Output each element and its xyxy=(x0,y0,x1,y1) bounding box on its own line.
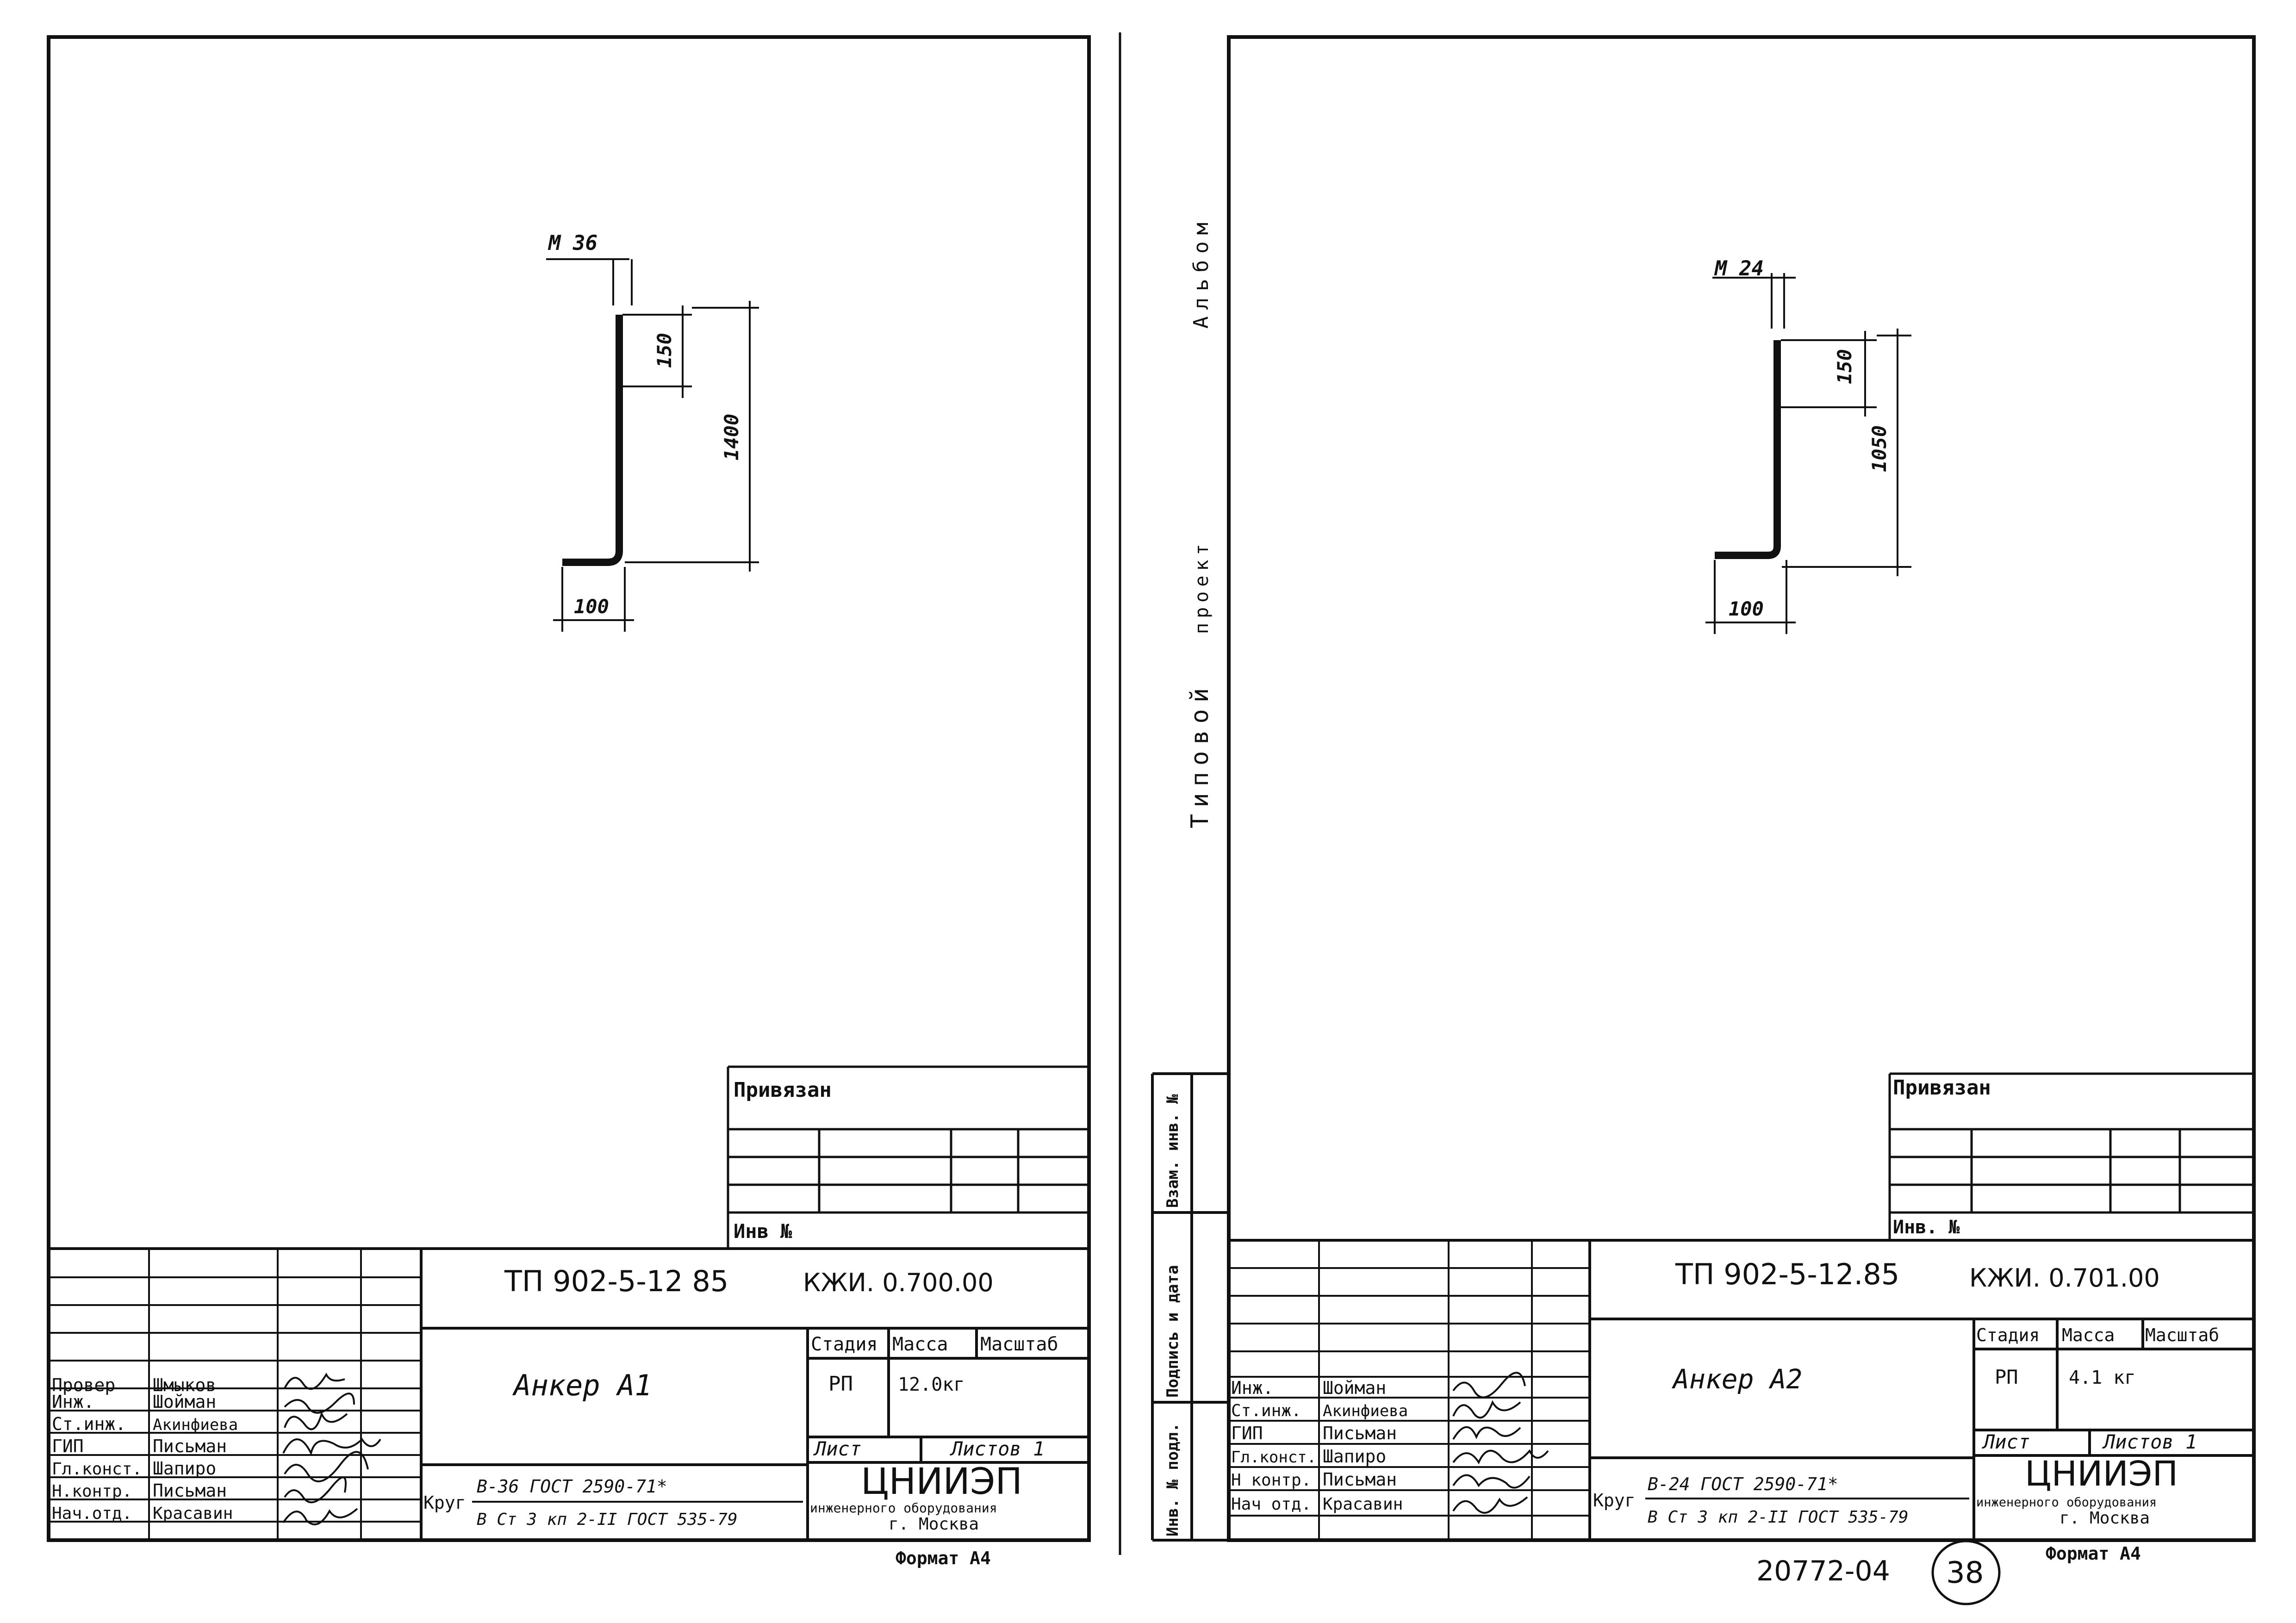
name-4: Письман xyxy=(153,1436,227,1456)
spine-stamp-inv: Инв. № подл. xyxy=(1164,1423,1182,1536)
name-2-2: Акинфиева xyxy=(1323,1402,1408,1420)
mass-header-2: Масса xyxy=(2062,1325,2115,1345)
material-prefix: Круг xyxy=(423,1492,466,1513)
name-3: Акинфиева xyxy=(153,1416,238,1434)
name-2: Шойман xyxy=(153,1392,216,1412)
stage-value-2: РП xyxy=(1995,1366,2018,1388)
sheets-count: Листов 1 xyxy=(950,1437,1045,1460)
anchor-a1-bolt-label: М 36 xyxy=(548,231,597,255)
project-code: ТП 902-5-12 85 xyxy=(504,1264,728,1298)
name-2-3: Письман xyxy=(1323,1423,1397,1443)
spine-title-album: Альбом xyxy=(1189,216,1213,329)
anchor-a1-drawing: М 36 150 1400 100 xyxy=(546,231,759,632)
mass-header: Масса xyxy=(892,1334,948,1355)
scale-header: Масштаб xyxy=(980,1334,1058,1355)
mass-value-2: 4.1 кг xyxy=(2069,1367,2136,1388)
anchor-a1-rod xyxy=(562,315,623,566)
name-2-5: Письман xyxy=(1323,1469,1397,1490)
material-top: В-36 ГОСТ 2590-71* xyxy=(477,1476,667,1497)
role-2-2: Ст.инж. xyxy=(1231,1401,1301,1420)
mass-value: 12.0кг xyxy=(898,1374,965,1395)
material-prefix-2: Круг xyxy=(1593,1490,1636,1511)
role-2-1: Инж. xyxy=(1231,1378,1274,1398)
sheet-2-frame xyxy=(1227,35,2256,1542)
name-2-1: Шойман xyxy=(1323,1378,1386,1398)
format-label-2: Формат А4 xyxy=(2046,1543,2141,1564)
inv-number-label: Инв № xyxy=(734,1220,792,1243)
stage-header-2: Стадия xyxy=(1976,1325,2040,1345)
organization-subtitle: инженерного оборудования xyxy=(810,1500,997,1516)
organization-subtitle-2: инженерного оборудования xyxy=(1976,1495,2157,1510)
role-4: ГИП xyxy=(52,1436,84,1456)
organization-city-2: г. Москва xyxy=(2060,1509,2150,1528)
organization-name-2: ЦНИИЭП xyxy=(2025,1454,2178,1494)
sheet-2: Инв. № подл. Подпись и дата Взам. инв. №… xyxy=(1151,35,2256,1564)
privyazan-block-2: Привязан Инв. № xyxy=(1888,1072,2254,1240)
role-5: Гл.конст. xyxy=(52,1460,142,1479)
anchor-a2-rod xyxy=(1715,340,1781,559)
privyazan-block-1: Привязан Инв № xyxy=(727,1065,1089,1249)
name-2-4: Шапиро xyxy=(1323,1446,1386,1467)
name-7: Красавин xyxy=(153,1504,233,1523)
role-3: Ст.инж. xyxy=(52,1414,126,1434)
spine-title-project: проект xyxy=(1191,540,1213,634)
signatures xyxy=(282,1372,381,1525)
sheet-1-frame xyxy=(47,35,1091,1542)
anchor-a2-dim-hook: 150 xyxy=(1833,349,1856,384)
role-1: Провер xyxy=(52,1375,115,1395)
signatures-2 xyxy=(1452,1372,1549,1514)
name-1: Шмыков xyxy=(153,1375,216,1395)
spine-stamp-replace: Взам. инв. № xyxy=(1164,1094,1182,1208)
privyazan-title-2: Привязан xyxy=(1893,1076,1991,1100)
name-5: Шапиро xyxy=(153,1458,216,1479)
anchor-a1-dim-hook: 150 xyxy=(653,333,676,368)
role-6: Н.контр. xyxy=(52,1482,132,1501)
sheet-label-2: Лист xyxy=(1982,1430,2030,1453)
anchor-a1-dim-total: 1400 xyxy=(720,414,743,460)
stage-value: РП xyxy=(828,1372,853,1396)
role-2: Инж. xyxy=(52,1392,94,1412)
role-7: Нач.отд. xyxy=(52,1504,132,1523)
organization-name: ЦНИИЭП xyxy=(861,1461,1022,1503)
anchor-a2-dim-total: 1050 xyxy=(1868,425,1891,472)
drawing-code-2: КЖИ. 0.701.00 xyxy=(1969,1263,2160,1293)
title-block-2: ТП 902-5-12.85 КЖИ. 0.701.00 Анкер А2 Ст… xyxy=(1229,1239,2254,1564)
organization-city: г. Москва xyxy=(889,1515,979,1534)
spine-stamp-sign: Подпись и дата xyxy=(1164,1265,1182,1398)
sheet-label: Лист xyxy=(813,1437,861,1460)
material-bottom: В Ст 3 кп 2-II ГОСТ 535-79 xyxy=(477,1510,738,1529)
role-2-3: ГИП xyxy=(1231,1423,1263,1443)
part-name-2: Анкер А2 xyxy=(1672,1363,1802,1395)
anchor-a2-bolt-label: М 24 xyxy=(1714,257,1764,280)
stage-header: Стадия xyxy=(811,1334,878,1355)
role-2-4: Гл.конст. xyxy=(1231,1448,1316,1467)
material-bottom-2: В Ст 3 кп 2-II ГОСТ 535-79 xyxy=(1648,1508,1909,1527)
spine-title-typical: Типовой xyxy=(1186,682,1214,828)
anchor-a2-dim-foot: 100 xyxy=(1729,597,1764,620)
sheets-count-2: Листов 1 xyxy=(2102,1430,2197,1453)
scale-header-2: Масштаб xyxy=(2145,1325,2219,1345)
anchor-a1-dim-foot: 100 xyxy=(574,595,609,618)
project-code-2: ТП 902-5-12.85 xyxy=(1675,1257,1899,1291)
album-code: 20772-04 xyxy=(1756,1555,1890,1587)
privyazan-title: Привязан xyxy=(734,1078,832,1102)
drawing-code: КЖИ. 0.700.00 xyxy=(803,1268,994,1297)
role-2-6: Нач отд. xyxy=(1231,1495,1311,1514)
format-label: Формат А4 xyxy=(896,1548,991,1568)
name-2-6: Красавин xyxy=(1323,1495,1403,1514)
role-2-5: Н контр. xyxy=(1231,1471,1311,1490)
material-top-2: В-24 ГОСТ 2590-71* xyxy=(1648,1474,1838,1494)
name-6: Письман xyxy=(153,1480,227,1501)
part-name: Анкер А1 xyxy=(512,1368,652,1402)
inv-number-label-2: Инв. № xyxy=(1893,1217,1960,1238)
anchor-a2-drawing: М 24 150 1050 100 xyxy=(1705,257,1911,634)
title-block-1: ТП 902-5-12 85 КЖИ. 0.700.00 Анкер А1 Ст… xyxy=(49,1247,1089,1568)
page-number: 38 xyxy=(1946,1556,1984,1590)
page-number-circle xyxy=(1931,1540,2001,1605)
sheet-1: М 36 150 1400 100 Привязан Инв № ТП 902-… xyxy=(47,35,1091,1568)
